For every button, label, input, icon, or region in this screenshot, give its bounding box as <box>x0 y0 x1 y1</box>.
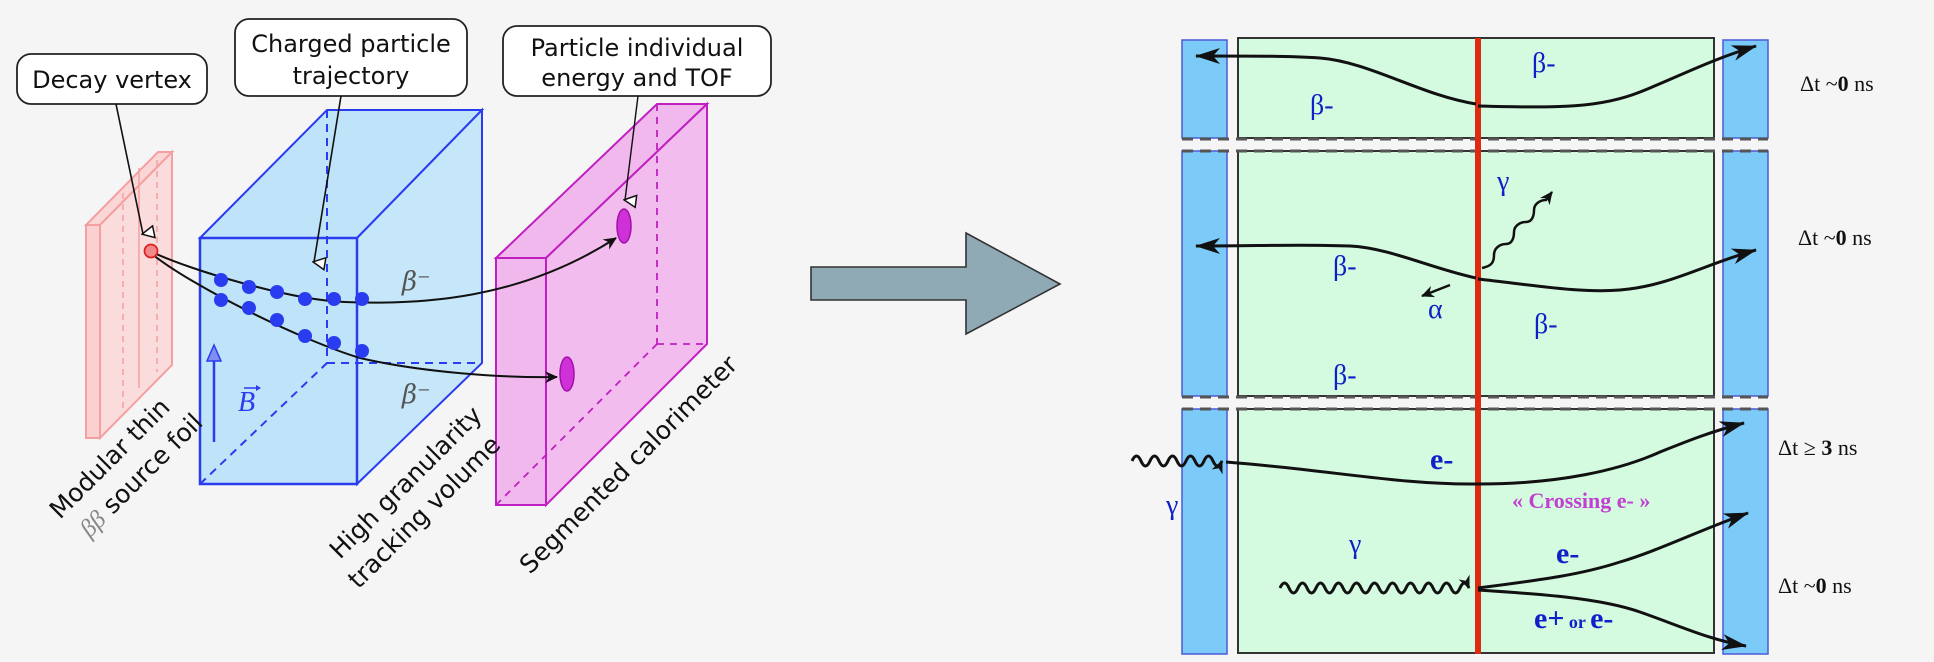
decay-vertex-point <box>143 243 159 259</box>
label-pair-or: or <box>1564 612 1590 632</box>
track-hit-upper-5 <box>327 292 341 306</box>
callout-decay-vertex: Decay vertex <box>16 53 208 234</box>
calorimeter-hit-lower <box>559 356 575 392</box>
callout-trajectory-line1: Charged particle <box>251 30 451 58</box>
beta-label-upper: β⁻ <box>401 267 431 297</box>
gamma-wave-external <box>1130 454 1224 475</box>
timing-s3-top-unit: ns <box>1832 435 1857 460</box>
track-lower <box>151 253 558 384</box>
transition-arrow-icon <box>810 231 1062 336</box>
calo-block-right-bottom <box>1722 408 1769 655</box>
track-crossing-electron <box>1225 421 1745 486</box>
track-pair-positron <box>1477 588 1747 650</box>
callout-decay-vertex-text: Decay vertex <box>32 66 192 94</box>
timing-s3-bottom-value: 0 <box>1816 573 1827 598</box>
event-section-3: γ e- « Crossing e- » γ e- e+ or e- Δt ≥ … <box>1130 421 1857 650</box>
label-s3-electron-mid: e- <box>1556 537 1579 570</box>
timing-s3-bottom-prefix: Δt ~ <box>1778 573 1816 598</box>
gamma-wave-s2 <box>1481 191 1553 270</box>
track-hit-upper-2 <box>242 280 256 294</box>
timing-s2: Δt ~0 ns <box>1798 225 1872 250</box>
timing-s3-top-prefix: Δt ≥ <box>1778 435 1821 460</box>
track-pair-electron <box>1477 511 1749 590</box>
timing-s3-bottom-unit: ns <box>1827 573 1852 598</box>
timing-s3-top-value: 3 <box>1821 435 1832 460</box>
track-s2-left <box>1195 237 1477 280</box>
label-s2-gamma: γ <box>1496 166 1509 197</box>
gamma-wave-internal <box>1278 574 1471 595</box>
callout-charged-particle-trajectory: Charged particle trajectory <box>234 18 468 262</box>
timing-s1-unit: ns <box>1849 71 1874 96</box>
alpha-track <box>1421 283 1451 298</box>
timing-s2-prefix: Δt ~ <box>1798 225 1836 250</box>
track-hits-lower <box>214 293 369 358</box>
track-hit-lower-3 <box>270 313 284 327</box>
source-foil <box>83 149 175 441</box>
label-s3-gamma-outside: γ <box>1165 490 1178 521</box>
track-hits-upper <box>214 273 369 306</box>
track-s1-left <box>1195 48 1477 106</box>
track-s1-right <box>1477 44 1757 109</box>
track-hit-upper-6 <box>355 292 369 306</box>
track-s2-right <box>1477 248 1757 293</box>
track-hit-lower-4 <box>298 329 312 343</box>
label-s3-electron-top: e- <box>1430 443 1453 476</box>
track-hit-upper-3 <box>270 285 284 299</box>
callout-energy-line1: Particle individual <box>531 34 744 62</box>
segmented-calorimeter <box>493 101 710 508</box>
track-hit-lower-1 <box>214 293 228 307</box>
calo-block-left-bottom <box>1181 408 1228 655</box>
track-hit-upper-4 <box>298 292 312 306</box>
calo-block-right-middle <box>1722 150 1769 397</box>
label-pair-positron: e+ <box>1534 602 1564 635</box>
magnetic-field-arrowhead-icon <box>205 343 223 362</box>
timing-s2-value: 0 <box>1836 225 1847 250</box>
label-s1-beta-left: β- <box>1310 90 1334 121</box>
calo-block-left-middle <box>1181 150 1228 397</box>
label-s2-beta-bottom: β- <box>1333 360 1357 391</box>
label-s3-gamma-inside: γ <box>1348 529 1361 560</box>
label-s2-beta-right: β- <box>1534 309 1558 340</box>
timing-s1-prefix: Δt ~ <box>1800 71 1838 96</box>
label-s2-alpha: α <box>1428 294 1443 325</box>
callout-energy-line2: energy and TOF <box>541 64 732 92</box>
magnetic-field-label: B <box>238 387 255 418</box>
beta-label-lower: β⁻ <box>401 380 431 410</box>
timing-s2-unit: ns <box>1847 225 1872 250</box>
track-hit-upper-1 <box>214 273 228 287</box>
left-detector-diagram: B β⁻ β⁻ Decay vertex <box>16 18 772 594</box>
timing-s3-top: Δt ≥ 3 ns <box>1778 435 1857 460</box>
track-upper <box>151 237 617 304</box>
callout-energy-and-tof: Particle individual energy and TOF <box>502 25 772 200</box>
particle-tracks: β⁻ β⁻ <box>143 237 617 410</box>
label-s1-beta-right: β- <box>1532 48 1556 79</box>
track-hit-lower-6 <box>355 344 369 358</box>
callout-trajectory-line2: trajectory <box>293 62 410 90</box>
label-crossing-electron: « Crossing e- » <box>1512 488 1650 513</box>
event-section-1: β- β- Δt ~0 ns <box>1195 44 1874 121</box>
event-section-2: γ β- α β- β- Δt ~0 ns <box>1195 166 1872 391</box>
track-hit-lower-2 <box>242 301 256 315</box>
label-pair-electron: e- <box>1590 602 1613 635</box>
timing-s1-value: 0 <box>1838 71 1849 96</box>
timing-s3-bottom: Δt ~0 ns <box>1778 573 1852 598</box>
track-hit-lower-5 <box>327 336 341 350</box>
right-event-topology-diagram: β- β- Δt ~0 ns γ β- α β- β- Δt ~0 ns <box>1130 37 1874 655</box>
label-s2-beta-left: β- <box>1333 251 1357 282</box>
timing-s1: Δt ~0 ns <box>1800 71 1874 96</box>
label-s3-pair: e+ or e- <box>1534 602 1613 635</box>
calorimeter-hit-upper <box>616 208 632 244</box>
